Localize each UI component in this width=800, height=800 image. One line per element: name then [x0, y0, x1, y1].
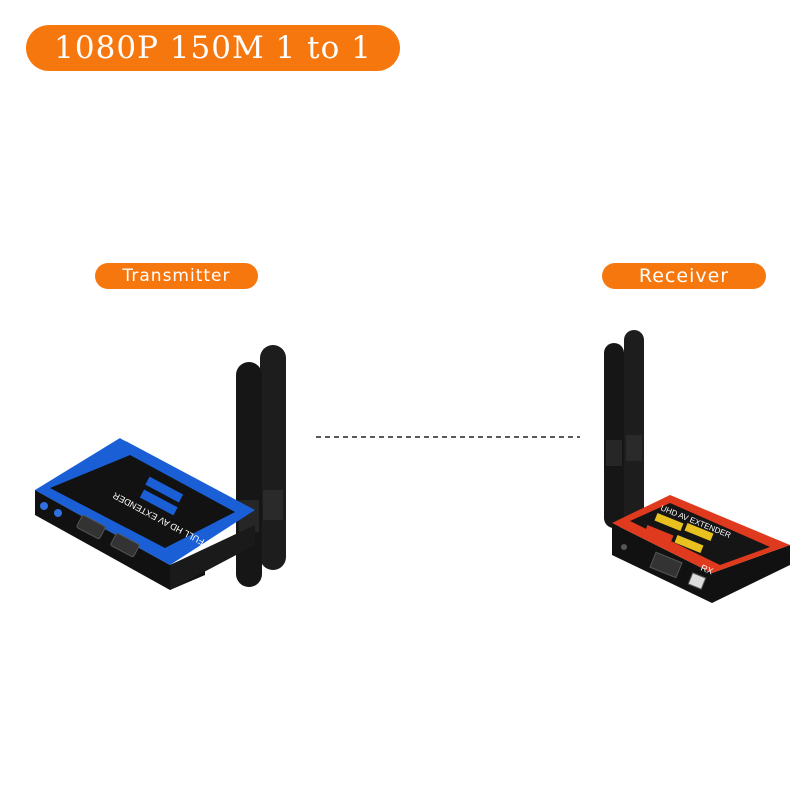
tx-panel-labels [139, 476, 184, 516]
tx-tag: TX [113, 425, 132, 443]
rx-ports [621, 544, 707, 590]
rx-body-side [612, 523, 790, 603]
connection-dashed-line [316, 436, 580, 438]
transmitter-device-image: TX FULL HD AV EXTENDER [35, 345, 286, 590]
spec-title-badge: 1080P 150M 1 to 1 [26, 25, 400, 71]
rx-antenna-back [624, 330, 644, 530]
rx-panel-labels [644, 513, 714, 553]
receiver-label-badge: Receiver [602, 263, 766, 289]
rx-antenna-front [604, 343, 624, 528]
receiver-device-image: UHD AV EXTENDER RX [604, 330, 790, 603]
tx-antenna-back [260, 345, 286, 570]
receiver-label: Receiver [638, 265, 730, 287]
transmitter-label: Transmitter [122, 266, 231, 286]
rx-tag: RX [699, 563, 714, 577]
spec-title: 1080P 150M 1 to 1 [54, 30, 372, 66]
tx-antenna-front [236, 362, 262, 587]
transmitter-label-badge: Transmitter [95, 263, 258, 289]
tx-ports [40, 502, 140, 558]
